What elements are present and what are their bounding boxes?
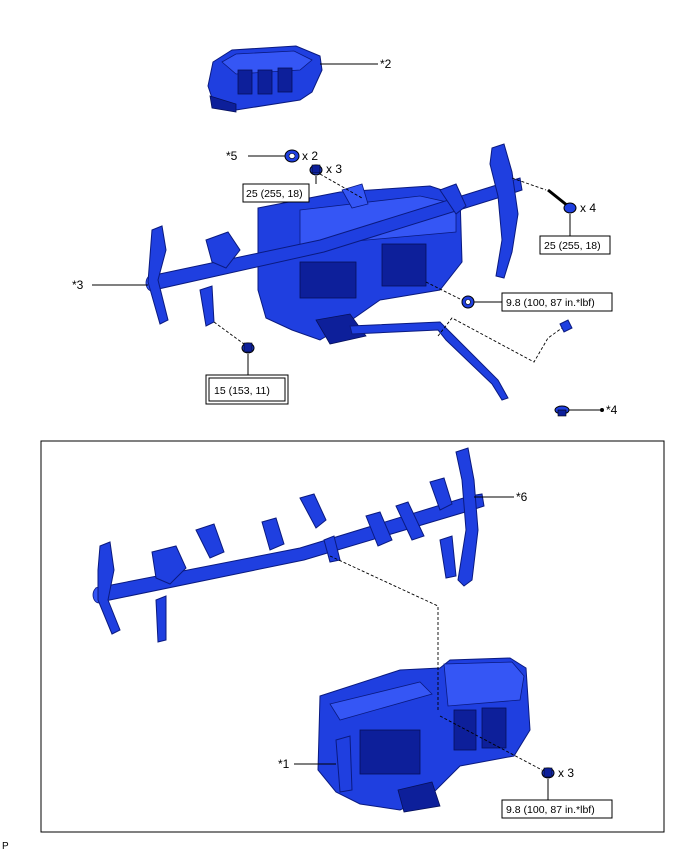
bolt-lower-left [241,342,255,354]
corner-mark: P [2,841,9,852]
torque-inset-text: 9.8 (100, 87 in.*lbf) [506,804,595,816]
label-part2: *2 [380,57,392,71]
dash-bolt-top [319,173,363,199]
torque-box-top: 25 (255, 18) [242,183,310,203]
torque-nut-text: 9.8 (100, 87 in.*lbf) [506,297,595,309]
torque-box-lower-left: 15 (153, 11) [205,374,289,405]
bullet-part4 [600,408,604,412]
dash-bolt-lower-left [213,321,245,345]
label-part4: *4 [606,403,618,417]
clip-part [559,319,573,333]
torque-box-right: 25 (255, 18) [539,235,611,255]
bolt-inset [541,767,555,779]
inset-frame [40,440,665,833]
dash-nut [425,281,463,301]
torque-lower-left-text: 15 (153, 11) [214,385,270,397]
grommet-part4 [554,405,570,417]
qty-bolt-top: x 3 [326,162,342,176]
bolt-right [547,188,577,214]
dash-bolt-right [511,177,547,191]
label-part1: *1 [278,757,290,771]
torque-box-nut: 9.8 (100, 87 in.*lbf) [501,292,613,312]
washer-part5 [284,149,300,163]
inset-heater [317,657,531,813]
dash-clip [437,317,563,363]
label-part6: *6 [516,490,528,504]
qty-washer: x 2 [302,149,318,163]
bolt-top [309,164,323,176]
upper-assembly [145,143,523,401]
label-part3: *3 [72,278,84,292]
duct-part [207,45,323,113]
torque-box-inset: 9.8 (100, 87 in.*lbf) [501,799,613,819]
nut-upper [461,295,475,309]
label-part5: *5 [226,149,238,163]
torque-right-text: 25 (255, 18) [544,240,601,252]
dash-inset-bolt [439,715,543,771]
qty-bolt-inset: x 3 [558,766,574,780]
torque-top-text: 25 (255, 18) [246,188,303,200]
qty-bolt-right: x 4 [580,201,596,215]
inset-bar [92,447,485,643]
